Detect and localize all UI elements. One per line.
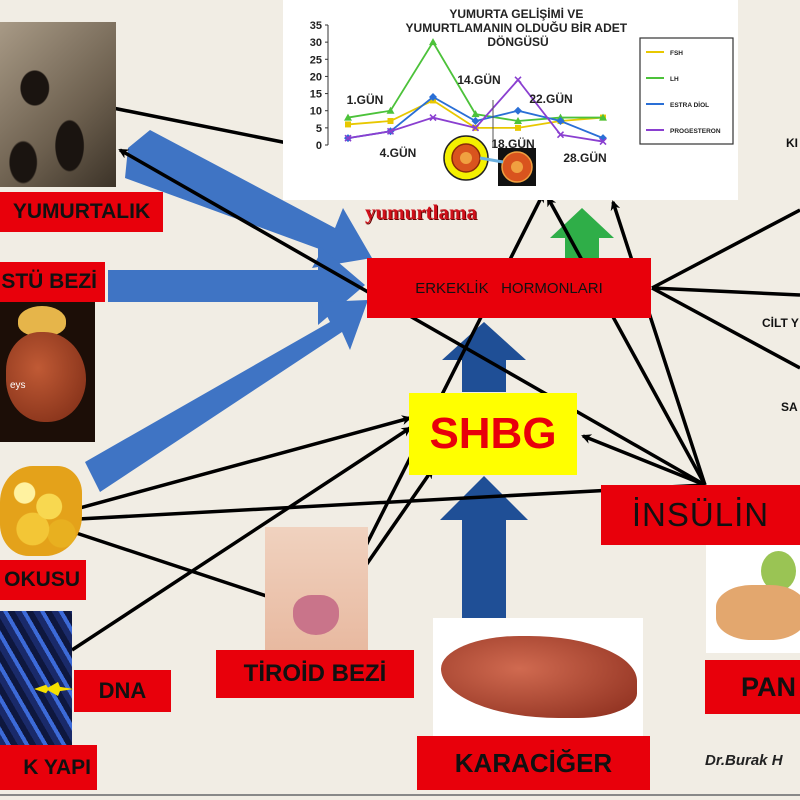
liver-image xyxy=(433,618,643,736)
data-point xyxy=(514,117,522,124)
data-point xyxy=(514,76,522,84)
karaciger-label: KARACİĞER xyxy=(417,736,650,790)
cycle-chart: YUMURTA GELİŞİMİ VE YUMURTLAMANIN OLDUĞU… xyxy=(283,0,738,200)
kidney-icon xyxy=(6,332,86,422)
yag-dokusu-label: OKUSU xyxy=(0,560,86,600)
insulin-label: İNSÜLİN xyxy=(601,485,800,545)
author-credit: Dr.Burak H xyxy=(705,752,783,769)
dark-blue-arrow-liver-shbg xyxy=(440,476,528,618)
arrow-erkeklik-right-2 xyxy=(651,286,800,297)
data-point xyxy=(344,134,352,142)
data-point xyxy=(387,118,394,124)
legend-label: FSH xyxy=(670,50,683,57)
ustu-bezi-label: STÜ BEZİ xyxy=(0,262,105,302)
y-tick-label: 35 xyxy=(310,20,322,32)
chart-title-line-2: YUMURTLAMANIN OLDUĞU BİR ADET xyxy=(406,20,628,35)
green-arrow-to-chart xyxy=(550,208,614,258)
day-label: 18.GÜN xyxy=(491,136,534,151)
right-label-2: CİLT Y xyxy=(762,316,799,330)
data-point xyxy=(556,131,565,139)
dna-helix-image xyxy=(0,611,72,746)
tiroid-label: TİROİD BEZİ xyxy=(216,650,414,698)
arrow-erkeklik-right-3 xyxy=(651,286,800,370)
day-label: 1.GÜN xyxy=(347,92,384,107)
blue-arrow-from-adrenal xyxy=(108,245,365,325)
data-point xyxy=(386,106,395,114)
data-point xyxy=(344,113,352,121)
kidney-caption: eys xyxy=(10,380,26,391)
pankreas-label: PAN xyxy=(705,660,800,714)
right-label-1: KI xyxy=(786,136,798,150)
yumurtlama-caption: yumurtlama xyxy=(365,200,477,224)
arrow-insulin-to-chart-b xyxy=(546,196,707,486)
data-point xyxy=(429,114,437,122)
liver-icon xyxy=(441,636,637,718)
y-tick-label: 20 xyxy=(310,71,322,83)
chart-title-line-1: YUMURTA GELİŞİMİ VE xyxy=(449,6,583,21)
shbg-label: SHBG xyxy=(409,393,577,475)
chart-day-labels: 1.GÜN 4.GÜN 14.GÜN 18.GÜN 22.GÜN 28.GÜN xyxy=(347,72,607,165)
data-point xyxy=(386,127,395,135)
arrow-dna-to-shbg xyxy=(71,426,412,652)
released-egg-inner-icon xyxy=(511,161,523,173)
arrow-insulin-to-fat xyxy=(58,483,706,525)
day-label: 22.GÜN xyxy=(529,91,572,106)
y-tick-label: 25 xyxy=(310,54,322,66)
day-label: 28.GÜN xyxy=(563,150,606,165)
arrow-fat-to-shbg xyxy=(64,415,412,514)
legend-label: LH xyxy=(670,76,679,83)
gallbladder-icon xyxy=(761,551,796,591)
chart-legend-entries: FSH LH ESTRA DİOL PROGESTERON xyxy=(646,50,721,135)
data-point xyxy=(556,117,565,125)
data-point xyxy=(345,121,351,128)
data-point xyxy=(471,117,480,125)
y-tick-label: 15 xyxy=(310,89,322,101)
chart-legend xyxy=(639,37,734,145)
erkeklik-hormonlari-label: ERKEKLİK HORMONLARI xyxy=(367,258,651,318)
data-point xyxy=(471,110,480,118)
y-tick-label: 30 xyxy=(310,37,322,49)
data-point xyxy=(429,38,437,46)
y-tick-label: 10 xyxy=(310,106,322,118)
arrow-insulin-to-shbg xyxy=(581,434,706,487)
legend-label: ESTRA DİOL xyxy=(670,101,709,109)
legend-label: PROGESTERON xyxy=(670,128,721,135)
data-point xyxy=(514,106,522,115)
chart-title-line-3: DÖNGÜSÜ xyxy=(487,34,548,49)
ovary-ultrasound-image xyxy=(0,22,116,187)
right-label-3: SA xyxy=(781,400,798,414)
pancreas-image xyxy=(706,545,800,653)
y-tick-label: 0 xyxy=(316,140,322,152)
fat-tissue-image xyxy=(0,466,82,556)
data-point xyxy=(599,113,607,121)
thyroid-gland-icon xyxy=(293,595,339,635)
y-tick-label: 5 xyxy=(316,123,322,135)
blue-arrow-from-fat xyxy=(85,300,368,492)
chart-title: YUMURTA GELİŞİMİ VE YUMURTLAMANIN OLDUĞU… xyxy=(406,6,631,49)
genetik-yapi-label: K YAPI xyxy=(0,745,97,790)
arrow-insulin-to-chart-a xyxy=(610,200,707,486)
dna-label: DNA xyxy=(74,670,171,712)
egg-connector-line xyxy=(479,156,504,164)
chart-y-axis: 0 5 10 15 20 25 30 35 xyxy=(310,20,329,152)
bottom-divider xyxy=(0,794,800,796)
thyroid-neck-image xyxy=(265,527,368,650)
egg-inner-icon xyxy=(460,152,472,164)
arrow-erkeklik-right-1 xyxy=(651,208,800,290)
yumurtalik-label: YUMURTALIK xyxy=(0,192,163,232)
blue-arrow-from-ovary xyxy=(125,130,372,268)
adrenal-kidney-image: eys xyxy=(0,302,95,442)
pancreas-icon xyxy=(716,585,800,640)
data-point xyxy=(471,124,480,132)
data-point xyxy=(429,93,437,101)
data-point xyxy=(515,124,521,131)
data-point xyxy=(599,138,607,146)
day-label: 4.GÜN xyxy=(380,145,417,160)
adrenal-gland-icon xyxy=(18,306,66,336)
chart-plot-area xyxy=(344,38,607,146)
day-label: 14.GÜN xyxy=(457,72,500,87)
